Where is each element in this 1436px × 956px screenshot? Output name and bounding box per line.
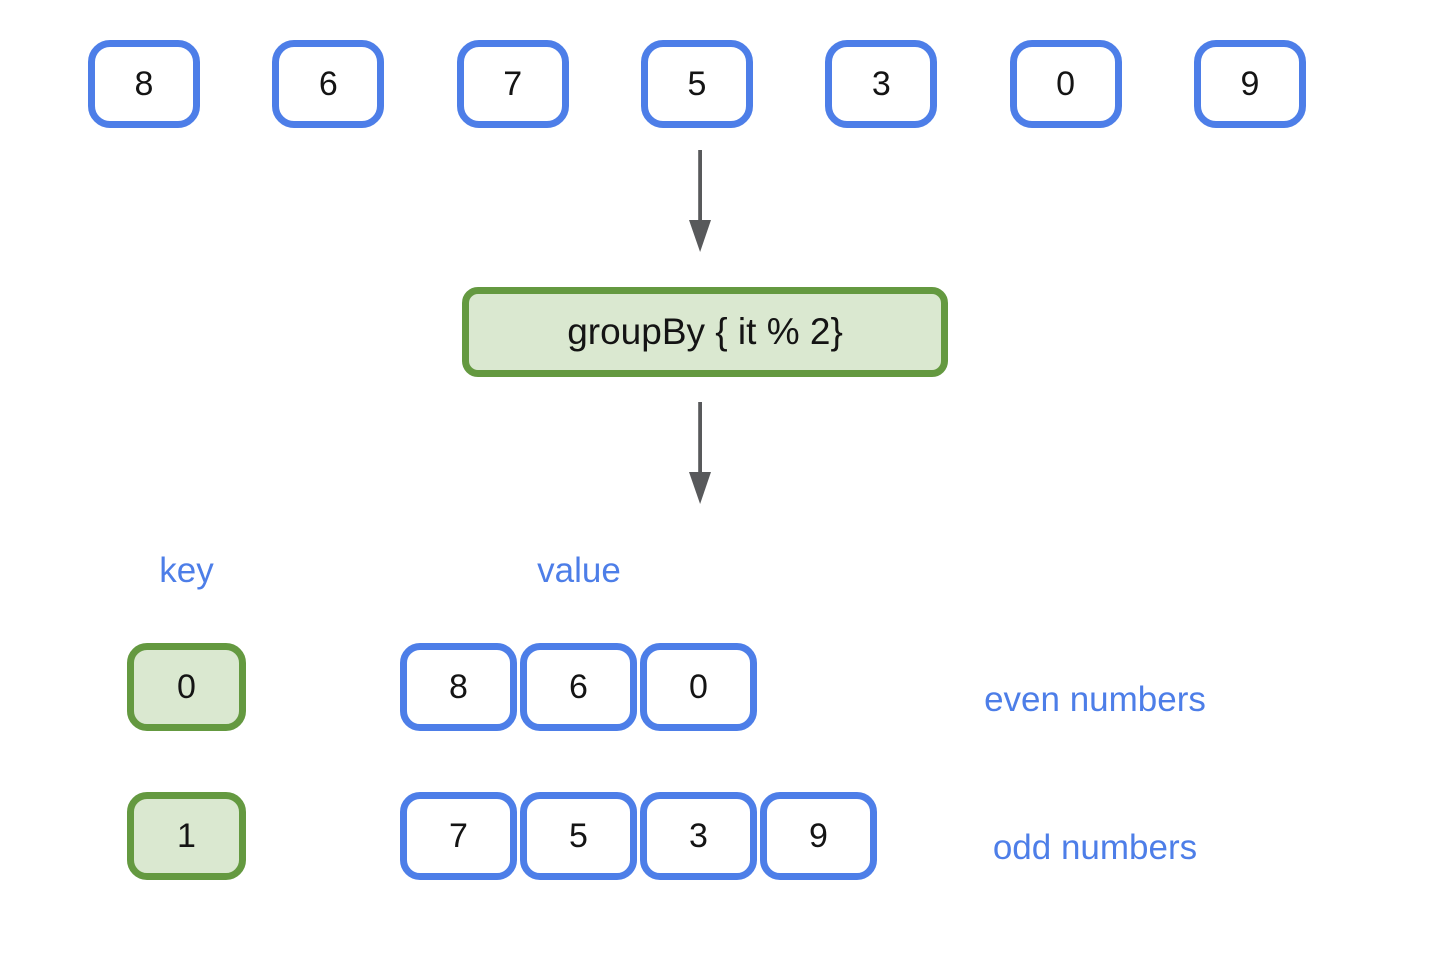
group-key-even: 0 xyxy=(127,643,246,731)
input-item: 8 xyxy=(88,40,200,128)
value-item: 0 xyxy=(640,643,757,731)
group-values-even: 8 6 0 xyxy=(400,643,757,731)
value-item: 8 xyxy=(400,643,517,731)
value-item: 5 xyxy=(520,792,637,880)
value-item: 9 xyxy=(760,792,877,880)
input-item: 0 xyxy=(1009,40,1122,128)
input-item: 9 xyxy=(1193,40,1306,128)
value-item: 3 xyxy=(640,792,757,880)
value-column-header: value xyxy=(537,551,621,590)
input-item: 5 xyxy=(640,40,753,128)
down-arrow-icon xyxy=(689,402,711,504)
key-column-header: key xyxy=(159,551,214,590)
value-item: 7 xyxy=(400,792,517,880)
input-list: 8 6 7 5 3 0 9 xyxy=(88,40,1306,128)
input-item: 6 xyxy=(272,40,385,128)
groupby-operation: groupBy { it % 2} xyxy=(462,287,948,377)
down-arrow-icon xyxy=(689,150,711,252)
input-item: 3 xyxy=(825,40,938,128)
group-values-odd: 7 5 3 9 xyxy=(400,792,877,880)
input-item: 7 xyxy=(456,40,569,128)
group-key-odd: 1 xyxy=(127,792,246,880)
group-annotation-even: even numbers xyxy=(984,680,1206,719)
group-annotation-odd: odd numbers xyxy=(992,828,1198,867)
value-item: 6 xyxy=(520,643,637,731)
